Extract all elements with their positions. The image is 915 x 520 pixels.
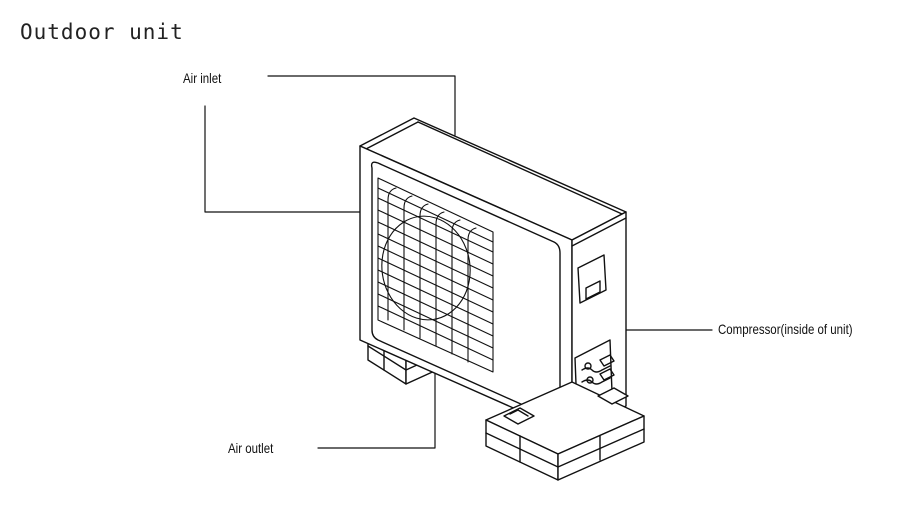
fan-grille bbox=[375, 178, 493, 372]
fan-circle bbox=[375, 210, 477, 325]
air-inlet-label: Air inlet bbox=[183, 70, 222, 86]
right-support-block bbox=[486, 382, 644, 480]
air-inlet-leader-top bbox=[268, 76, 455, 135]
side-handle bbox=[578, 255, 606, 303]
air-inlet-leader-side bbox=[205, 106, 360, 212]
page-title: Outdoor unit bbox=[20, 20, 184, 44]
compressor-label: Compressor(inside of unit) bbox=[718, 321, 853, 337]
air-outlet-label: Air outlet bbox=[228, 440, 274, 456]
